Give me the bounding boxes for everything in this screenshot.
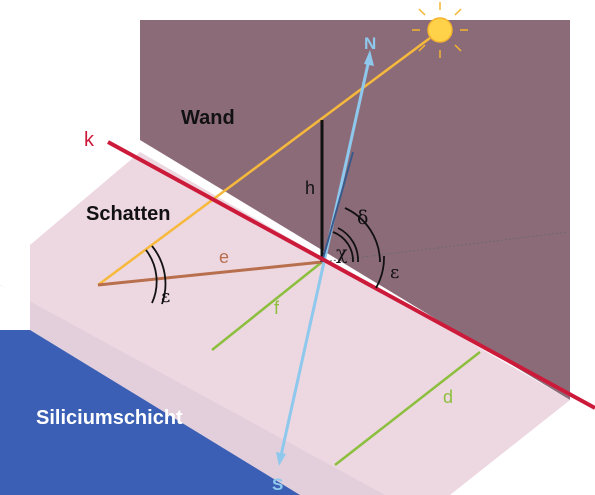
label-south: S bbox=[272, 475, 283, 494]
label-wall: Wand bbox=[181, 107, 235, 129]
label-north: N bbox=[364, 34, 376, 53]
label-line-k: k bbox=[84, 129, 95, 151]
label-distance-f: f bbox=[274, 298, 280, 318]
arc-chi-outer bbox=[337, 227, 359, 263]
sun-icon bbox=[412, 2, 468, 58]
wall-plane bbox=[140, 20, 570, 400]
azimuth-line bbox=[321, 151, 354, 263]
gap-strip bbox=[0, 285, 30, 330]
label-height: h bbox=[305, 178, 315, 198]
label-shadow-length: e bbox=[219, 247, 229, 267]
shadow-plane bbox=[30, 152, 570, 495]
north-arrowhead bbox=[364, 50, 374, 66]
south-arrowhead bbox=[276, 452, 286, 466]
arc-epsilon-shadow-outer bbox=[151, 245, 167, 305]
guide-line-f bbox=[211, 261, 323, 351]
arc-epsilon-shadow-inner bbox=[145, 249, 158, 304]
shadow-line-e bbox=[97, 260, 323, 287]
arc-delta bbox=[344, 207, 381, 263]
label-angle-epsilon-shadow: ε bbox=[161, 286, 170, 307]
label-angle-epsilon-wall: ε bbox=[390, 262, 399, 283]
label-shadow: Schatten bbox=[86, 203, 170, 225]
guide-line-d bbox=[334, 351, 481, 466]
label-angle-chi: χ bbox=[336, 242, 348, 264]
arc-chi-inner bbox=[332, 231, 354, 263]
label-distance-d: d bbox=[443, 387, 453, 407]
label-silicon-layer: Siliciumschicht bbox=[36, 407, 183, 429]
arc-epsilon-wall bbox=[375, 255, 385, 289]
sun-ray bbox=[97, 36, 431, 287]
dotted-extension-line bbox=[321, 231, 569, 263]
label-angle-delta: δ bbox=[357, 207, 368, 229]
line-k bbox=[107, 140, 595, 410]
meridian-line bbox=[278, 54, 372, 461]
